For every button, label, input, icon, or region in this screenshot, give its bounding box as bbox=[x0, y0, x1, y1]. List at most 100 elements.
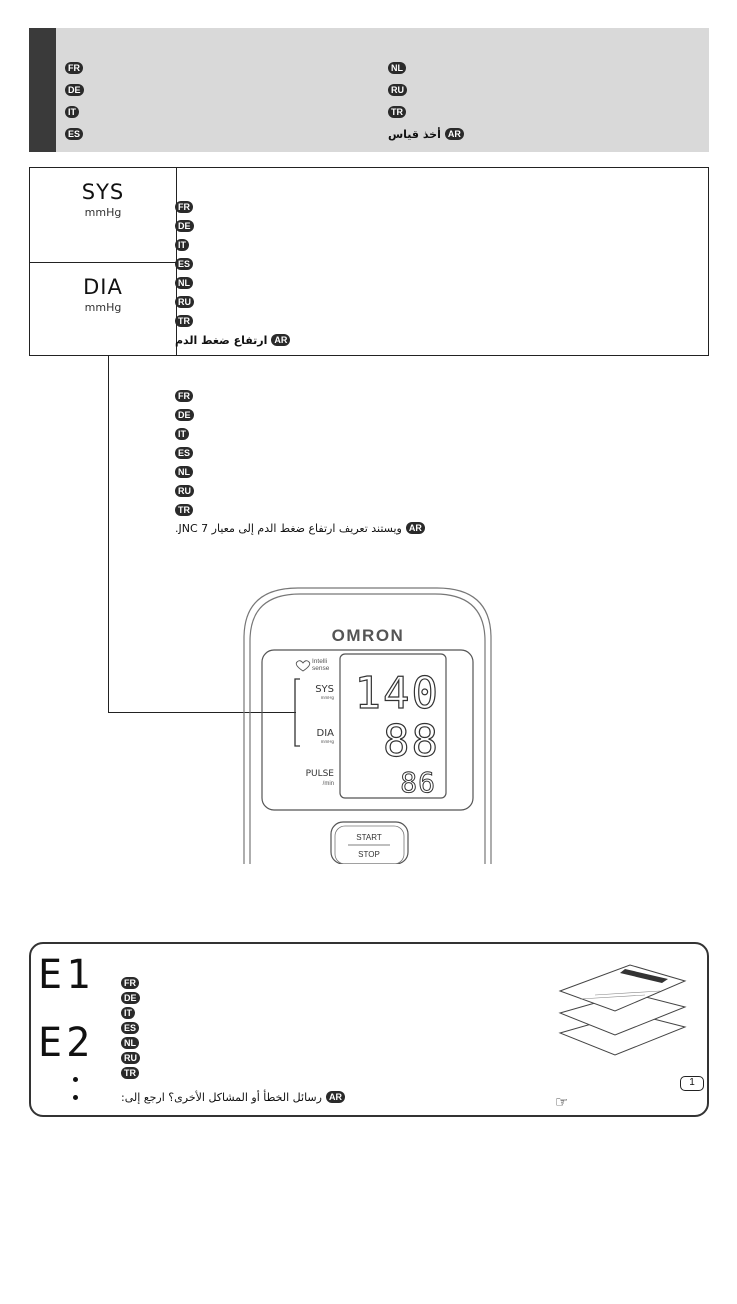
lang-badge-de: DE bbox=[121, 992, 140, 1004]
note-row-es: ES bbox=[175, 446, 194, 460]
start-stop-button bbox=[330, 821, 409, 864]
table-row-de: DE bbox=[175, 219, 194, 233]
header-row-ar: AR أخذ قياس bbox=[388, 127, 464, 141]
lang-badge-it: IT bbox=[175, 239, 189, 251]
reference-number-box: 1 bbox=[680, 1076, 704, 1091]
stop-label: STOP bbox=[358, 850, 380, 859]
header-ar-text: أخذ قياس bbox=[388, 127, 441, 141]
lang-badge-ru: RU bbox=[388, 84, 407, 96]
bullet-dot bbox=[73, 1077, 78, 1082]
lang-badge-it: IT bbox=[121, 1007, 135, 1019]
dia-heading: DIA bbox=[83, 275, 123, 299]
lang-badge-de: DE bbox=[65, 84, 84, 96]
lang-badge-ar: AR bbox=[405, 522, 425, 534]
lang-badge-es: ES bbox=[175, 258, 194, 270]
err-row-nl: NL bbox=[121, 1036, 139, 1050]
err-row-fr: FR bbox=[121, 976, 139, 990]
sys-reading: 140 bbox=[355, 668, 440, 719]
note-row-nl: NL bbox=[175, 465, 193, 479]
err-row-es: ES bbox=[121, 1021, 140, 1035]
note-row-ru: RU bbox=[175, 484, 194, 498]
table-row-es: ES bbox=[175, 257, 194, 271]
monitor-illustration: OMRON Intelli sense SYS mmHg DIA mmHg PU… bbox=[243, 587, 492, 864]
display-frame bbox=[261, 649, 474, 811]
error-box bbox=[29, 942, 709, 1117]
lang-badge-fr: FR bbox=[65, 62, 83, 74]
lang-badge-fr: FR bbox=[175, 201, 193, 213]
sys-unit: mmHg bbox=[84, 206, 122, 219]
err-row-ru: RU bbox=[121, 1051, 140, 1065]
pulse-reading: 86 bbox=[400, 766, 436, 799]
lang-badge-ar: AR bbox=[325, 1091, 345, 1103]
lang-badge-it: IT bbox=[175, 428, 189, 440]
lang-badge-nl: NL bbox=[388, 62, 406, 74]
note-row-de: DE bbox=[175, 408, 194, 422]
sys-dia-table: SYS mmHg DIA mmHg bbox=[29, 167, 709, 356]
lang-badge-tr: TR bbox=[121, 1067, 139, 1079]
note-row-ar: AR ويستند تعريف ارتفاع ضغط الدم إلى معيا… bbox=[175, 521, 425, 535]
table-row-it: IT bbox=[175, 238, 189, 252]
manual-icon bbox=[558, 964, 687, 1056]
intelli-label: Intelli bbox=[312, 658, 327, 665]
lang-badge-tr: TR bbox=[175, 504, 193, 516]
monitor-body bbox=[243, 587, 492, 864]
err-row-de: DE bbox=[121, 991, 140, 1005]
table-ar-text: ارتفاع ضغط الدم bbox=[175, 333, 268, 347]
lcd-screen bbox=[339, 653, 447, 799]
e2-code: E2 bbox=[38, 1020, 95, 1066]
bullet-dot bbox=[73, 1095, 78, 1100]
brand-logo: OMRON bbox=[332, 626, 405, 645]
header-row-nl: NL bbox=[388, 61, 406, 75]
header-row-it: IT bbox=[65, 105, 79, 119]
lang-badge-ar: AR bbox=[444, 128, 464, 140]
header-row-tr: TR bbox=[388, 105, 406, 119]
device-dia-unit: mmHg bbox=[321, 739, 335, 744]
lang-badge-fr: FR bbox=[121, 977, 139, 989]
note-row-fr: FR bbox=[175, 389, 193, 403]
lang-badge-ru: RU bbox=[121, 1052, 140, 1064]
sys-heading: SYS bbox=[81, 180, 125, 204]
lang-badge-ru: RU bbox=[175, 296, 194, 308]
lang-badge-ru: RU bbox=[175, 485, 194, 497]
device-dia-label: DIA bbox=[317, 728, 335, 739]
table-row-ar: AR ارتفاع ضغط الدم bbox=[175, 333, 291, 347]
lang-badge-it: IT bbox=[65, 106, 79, 118]
lang-badge-de: DE bbox=[175, 220, 194, 232]
lang-badge-nl: NL bbox=[175, 277, 193, 289]
note-row-tr: TR bbox=[175, 503, 193, 517]
lang-badge-es: ES bbox=[121, 1022, 140, 1034]
dia-unit: mmHg bbox=[84, 301, 122, 314]
lang-badge-tr: TR bbox=[388, 106, 406, 118]
note-row-it: IT bbox=[175, 427, 189, 441]
lang-badge-de: DE bbox=[175, 409, 194, 421]
device-pulse-unit: /min bbox=[323, 781, 334, 787]
lang-badge-es: ES bbox=[65, 128, 84, 140]
bracket-line bbox=[294, 678, 300, 747]
table-row-fr: FR bbox=[175, 200, 193, 214]
lang-badge-es: ES bbox=[175, 447, 194, 459]
header-row-es: ES bbox=[65, 127, 84, 141]
header-row-de: DE bbox=[65, 83, 84, 97]
connector-vertical-line bbox=[108, 356, 109, 713]
err-row-ar: AR رسائل الخطأ أو المشاكل الأخرى؟ ارجع إ… bbox=[121, 1090, 345, 1104]
device-sys-label: SYS bbox=[315, 684, 334, 695]
device-pulse-label: PULSE bbox=[306, 769, 335, 779]
note-ar-text: ويستند تعريف ارتفاع ضغط الدم إلى معيار J… bbox=[175, 521, 402, 535]
table-row-ru: RU bbox=[175, 295, 194, 309]
heart-icon bbox=[295, 660, 311, 672]
table-row-tr: TR bbox=[175, 314, 193, 328]
sense-label: sense bbox=[312, 665, 330, 672]
header-band bbox=[29, 28, 709, 152]
lang-badge-tr: TR bbox=[175, 315, 193, 327]
lang-badge-ar: AR bbox=[271, 334, 291, 346]
lang-badge-fr: FR bbox=[175, 390, 193, 402]
e1-code: E1 bbox=[38, 952, 95, 998]
table-row-nl: NL bbox=[175, 276, 193, 290]
lang-badge-nl: NL bbox=[175, 466, 193, 478]
start-label: START bbox=[356, 833, 382, 842]
device-sys-unit: mmHg bbox=[321, 695, 335, 700]
err-ar-text: رسائل الخطأ أو المشاكل الأخرى؟ ارجع إلى: bbox=[121, 1090, 322, 1104]
err-row-tr: TR bbox=[121, 1066, 139, 1080]
connector-horizontal-line bbox=[108, 712, 296, 713]
header-row-fr: FR bbox=[65, 61, 83, 75]
